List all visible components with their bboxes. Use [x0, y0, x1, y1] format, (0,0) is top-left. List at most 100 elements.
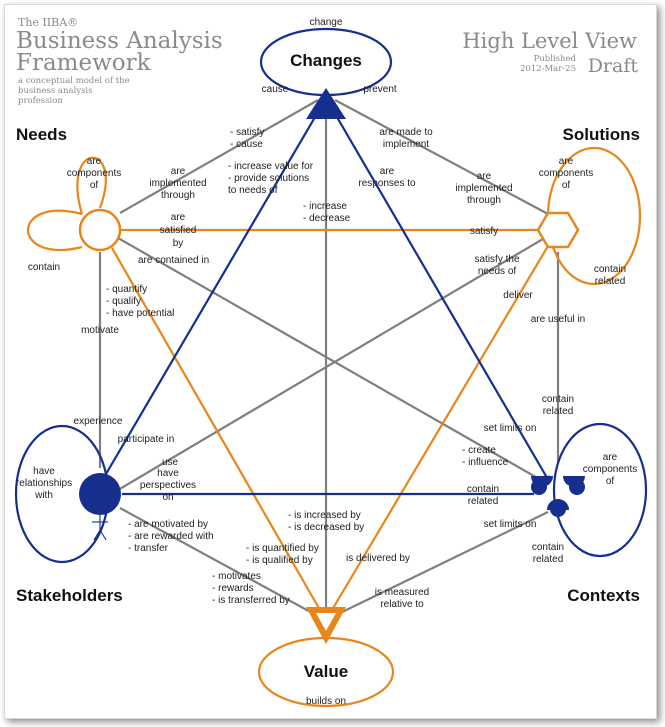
- loop-contexts: [552, 422, 648, 558]
- label-related-right: related: [468, 496, 499, 507]
- edges-gray: [98, 99, 560, 616]
- label-useful-in: are useful in: [531, 314, 585, 325]
- concept-names: Changes Needs Solutions Stakeholders Con…: [16, 51, 640, 681]
- label-rewards: - rewards: [212, 583, 254, 594]
- concept-solutions: Solutions: [563, 125, 640, 144]
- label-delivered-by: is delivered by: [346, 553, 410, 564]
- label-set-limits-upper: set limits on: [484, 423, 537, 434]
- label-motivates: - motivates: [212, 571, 261, 582]
- label-decrease: - decrease: [303, 213, 351, 224]
- label-implemented-left-1: are: [171, 166, 186, 177]
- label-contexts-components-1: are: [603, 452, 618, 463]
- label-contain-mid: contain: [542, 394, 574, 405]
- label-rewarded-with: - are rewarded with: [128, 531, 214, 542]
- view-title: High Level View: [462, 29, 637, 53]
- label-create: - create: [462, 445, 496, 456]
- edges-blue: [105, 111, 547, 496]
- label-motivate: motivate: [81, 325, 119, 336]
- subtitle-line1: a conceptual model of the: [18, 76, 130, 86]
- edge-stakeholders-changes: [105, 111, 319, 475]
- solutions-hexagon-icon: [536, 211, 580, 249]
- label-stakeholders-relationships: relationships: [16, 478, 72, 489]
- status-published: Published: [534, 54, 577, 64]
- label-contexts-related: related: [533, 554, 564, 565]
- label-cause: cause: [262, 84, 289, 95]
- label-contained-in: are contained in: [138, 255, 209, 266]
- label-stakeholders-have: have: [33, 466, 55, 477]
- label-satisfied-by-2: satisfied: [160, 225, 197, 236]
- label-solutions-components-1: are: [559, 156, 574, 167]
- edge-contexts-value: [335, 511, 549, 616]
- edge-stakeholders-value: [119, 507, 317, 616]
- label-contexts-components-3: of: [606, 476, 615, 487]
- label-needs-contain: contain: [28, 262, 60, 273]
- label-prevent: prevent: [363, 84, 397, 95]
- label-increase-value-3: to needs of: [228, 185, 278, 196]
- label-experience: experience: [74, 416, 123, 427]
- header-left: The IIBA® Business Analysis Framework a …: [16, 16, 223, 106]
- label-perspectives-1: have: [157, 468, 179, 479]
- framework-title-line2: Framework: [16, 50, 152, 76]
- concept-stakeholders: Stakeholders: [16, 586, 123, 605]
- concept-symbols: [78, 88, 585, 644]
- label-is-decreased: - is decreased by: [288, 522, 364, 533]
- label-qualify: - qualify: [106, 296, 141, 307]
- label-responses-1: are: [380, 166, 395, 177]
- label-needs-components-2: components: [67, 168, 121, 179]
- label-contain-right: contain: [467, 484, 499, 495]
- status-date: 2012-Mar-25: [520, 64, 576, 74]
- status-draft: Draft: [588, 55, 639, 77]
- label-have-potential: - have potential: [106, 308, 174, 319]
- label-increase-value-1: - increase value for: [228, 161, 314, 172]
- label-needs-components-3: of: [90, 180, 99, 191]
- label-measured-1: is measured: [375, 587, 429, 598]
- label-quantify: - quantify: [106, 284, 147, 295]
- label-deliver: deliver: [503, 290, 533, 301]
- edge-changes-contexts: [333, 111, 547, 477]
- stakeholder-person-icon: [79, 473, 121, 541]
- label-contexts-components-2: components: [583, 464, 637, 475]
- label-satisfy-solutions: satisfy: [470, 226, 498, 237]
- concept-value: Value: [304, 662, 348, 681]
- subtitle-line2: business analysis: [18, 86, 93, 96]
- subtitle-line3: profession: [18, 96, 63, 106]
- label-needs-components-1: are: [87, 156, 102, 167]
- label-influence: - influence: [462, 457, 509, 468]
- edge-needs-contexts: [117, 237, 549, 485]
- header-right: High Level View Published 2012-Mar-25 Dr…: [462, 29, 638, 77]
- label-set-limits-lower: set limits on: [484, 519, 537, 530]
- label-cause-2: - cause: [230, 139, 263, 150]
- label-use: use: [162, 457, 179, 468]
- edge-stakeholders-solutions: [117, 235, 549, 491]
- label-implemented-left-2: implemented: [149, 178, 206, 189]
- label-measured-2: relative to: [380, 599, 424, 610]
- label-solutions-related: related: [595, 276, 626, 287]
- label-increase-value-2: - provide solutions: [228, 173, 309, 184]
- label-satisfy-needs-1: satisfy the: [474, 254, 519, 265]
- concept-changes: Changes: [290, 51, 362, 70]
- label-change: change: [310, 17, 343, 28]
- label-implemented-right-1: are: [477, 171, 492, 182]
- label-is-increased: - is increased by: [288, 510, 361, 521]
- label-quantified-by: - is quantified by: [246, 543, 319, 554]
- label-satisfy-needs-2: needs of: [478, 266, 517, 277]
- edge-needs-value: [111, 247, 321, 611]
- label-perspectives-2: perspectives: [140, 480, 196, 491]
- relationship-labels: change cause prevent are components of c…: [16, 17, 637, 707]
- changes-triangle-icon: [306, 88, 346, 119]
- edge-solutions-value: [331, 245, 549, 611]
- label-solutions-contain: contain: [594, 264, 626, 275]
- framework-title-line1: Business Analysis: [16, 28, 223, 54]
- concept-contexts: Contexts: [567, 586, 640, 605]
- edges-orange: [111, 228, 549, 611]
- label-transfer: - transfer: [128, 543, 169, 554]
- needs-circle-icon: [78, 208, 122, 252]
- label-responses-2: responses to: [358, 178, 416, 189]
- label-solutions-components-2: components: [539, 168, 593, 179]
- loop-needs-left: [27, 209, 83, 252]
- label-satisfied-by-1: are: [171, 212, 186, 223]
- value-triangle-inner: [316, 613, 336, 631]
- label-satisfied-by-3: by: [173, 238, 184, 249]
- diagram-frame: [4, 4, 657, 719]
